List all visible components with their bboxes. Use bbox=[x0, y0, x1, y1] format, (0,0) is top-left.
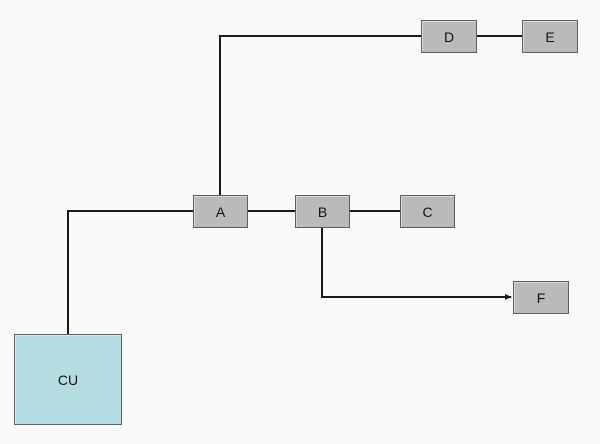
node-cu[interactable]: CU bbox=[14, 334, 122, 425]
node-d[interactable]: D bbox=[421, 20, 477, 53]
node-label-b: B bbox=[317, 203, 328, 220]
edge-a-to-cu bbox=[67, 210, 193, 334]
edge-b-to-f bbox=[321, 228, 512, 300]
node-f[interactable]: F bbox=[513, 281, 569, 314]
node-label-c: C bbox=[422, 203, 433, 220]
node-e[interactable]: E bbox=[522, 20, 578, 53]
node-c[interactable]: C bbox=[400, 195, 455, 228]
node-label-d: D bbox=[443, 28, 455, 45]
node-a[interactable]: A bbox=[193, 195, 248, 228]
node-label-f: F bbox=[536, 289, 546, 306]
node-label-e: E bbox=[545, 28, 555, 45]
node-label-cu: CU bbox=[57, 371, 79, 388]
edge-a-to-d bbox=[219, 35, 421, 195]
node-b[interactable]: B bbox=[295, 195, 350, 228]
edges-group bbox=[67, 35, 522, 334]
node-label-a: A bbox=[215, 203, 226, 220]
